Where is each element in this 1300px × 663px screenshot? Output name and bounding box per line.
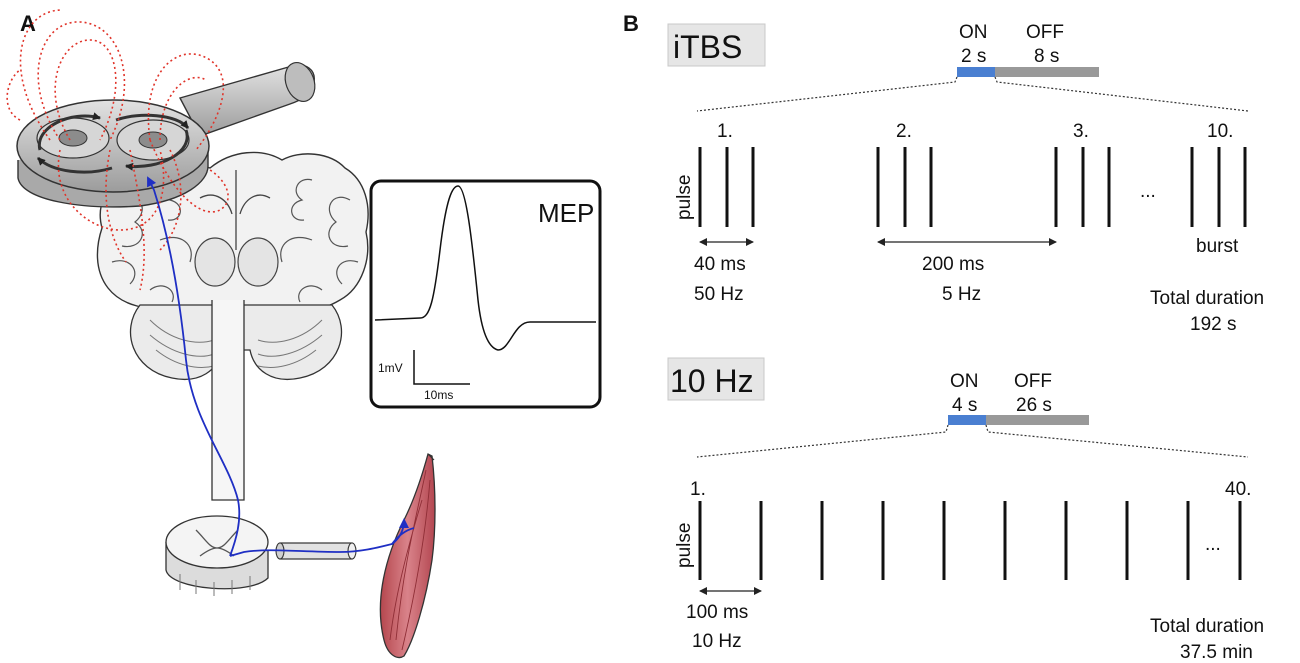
magnetic-field-lines <box>6 9 229 291</box>
mep-scale-time: 10ms <box>424 388 453 402</box>
tenhz-off-bar <box>986 415 1089 425</box>
mep-title: MEP <box>538 198 594 228</box>
itbs-on-label: ON <box>959 22 988 43</box>
tenhz-total-label: Total duration <box>1150 616 1264 637</box>
itbs-zoom-lines <box>696 76 1249 112</box>
itbs-total-label: Total duration <box>1150 288 1264 309</box>
tenhz-interval: 100 ms <box>686 602 748 623</box>
itbs-off-duration: 8 s <box>1034 46 1059 67</box>
itbs-burst-label: burst <box>1196 236 1239 257</box>
itbs-on-duration: 2 s <box>961 46 986 67</box>
itbs-title-box <box>667 23 766 67</box>
mep-scale-bar <box>413 350 470 385</box>
muscle-illustration <box>379 453 436 659</box>
tenhz-off-label: OFF <box>1014 371 1052 392</box>
tenhz-first-number: 1. <box>690 479 706 500</box>
tenhz-freq: 10 Hz <box>692 631 742 652</box>
itbs-off-bar <box>995 67 1099 77</box>
motor-pathway <box>147 176 415 557</box>
itbs-burst-number-3: 3. <box>1073 121 1089 142</box>
itbs-total-value: 192 s <box>1190 314 1236 335</box>
tenhz-zoom-lines <box>696 424 1249 458</box>
tenhz-total-value: 37.5 min <box>1180 642 1253 663</box>
tenhz-off-duration: 26 s <box>1016 395 1052 416</box>
itbs-title: iTBS <box>673 29 742 65</box>
itbs-axis-label: pulse <box>674 175 695 220</box>
mep-scale-voltage: 1mV <box>378 361 403 375</box>
tenhz-pulse-train <box>698 501 1242 580</box>
tenhz-on-duration: 4 s <box>952 395 977 416</box>
itbs-freq-2: 5 Hz <box>942 284 981 305</box>
tenhz-title: 10 Hz <box>670 363 754 399</box>
itbs-freq-1: 50 Hz <box>694 284 744 305</box>
itbs-burst-number-10: 10. <box>1207 121 1233 142</box>
itbs-on-bar <box>957 67 995 77</box>
tenhz-title-box <box>667 357 765 401</box>
itbs-section: iTBS ON 2 s OFF 8 s 1. 2. 3. 10. pulse .… <box>667 22 1264 335</box>
itbs-burst-number-1: 1. <box>717 121 733 142</box>
panel-letter-b: B <box>623 11 639 36</box>
tenhz-on-label: ON <box>950 371 979 392</box>
mep-inset: MEP 1mV 10ms <box>369 179 602 409</box>
itbs-off-label: OFF <box>1026 22 1064 43</box>
itbs-pulse-train <box>698 147 1247 227</box>
tenhz-on-bar <box>948 415 986 425</box>
tenhz-last-number: 40. <box>1225 479 1251 500</box>
tenhz-ellipsis: ... <box>1205 534 1221 555</box>
panel-letter-a: A <box>20 11 36 36</box>
tenhz-section: 10 Hz ON 4 s OFF 26 s 1. 40. pulse ... 1… <box>667 357 1264 663</box>
itbs-ellipsis: ... <box>1140 181 1156 202</box>
itbs-interval-2: 200 ms <box>922 254 984 275</box>
tenhz-axis-label: pulse <box>674 523 695 568</box>
itbs-burst-number-2: 2. <box>896 121 912 142</box>
spinal-cord-illustration <box>165 515 269 596</box>
itbs-interval-1: 40 ms <box>694 254 746 275</box>
mep-waveform <box>374 185 596 351</box>
